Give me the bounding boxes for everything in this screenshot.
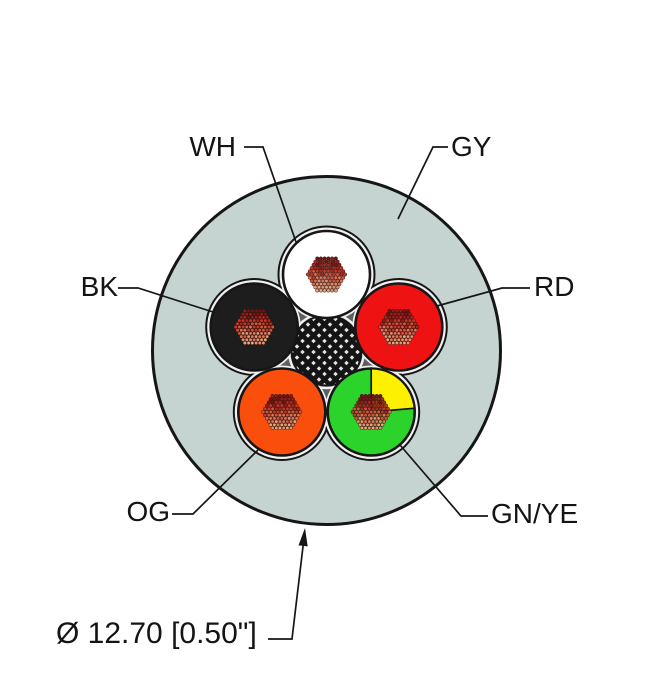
dimension-arrowhead: [298, 528, 308, 547]
leader-gnye: [399, 444, 488, 517]
leader-og: [172, 449, 259, 515]
label-wh: WH: [189, 131, 236, 162]
label-rd: RD: [534, 271, 575, 302]
leader-bk: [118, 287, 214, 313]
leader-rd: [436, 287, 530, 307]
dimension-label: Ø 12.70 [0.50"]: [56, 617, 257, 650]
label-gy: GY: [451, 131, 492, 162]
label-gnye: GN/YE: [491, 498, 579, 529]
leader-wh: [244, 146, 297, 243]
copper-strands: [233, 256, 420, 430]
dimension-leader: [268, 543, 305, 640]
leader-gy: [397, 146, 448, 220]
leader-lines: [118, 146, 530, 640]
label-og: OG: [126, 496, 170, 527]
label-bk: BK: [80, 271, 118, 302]
